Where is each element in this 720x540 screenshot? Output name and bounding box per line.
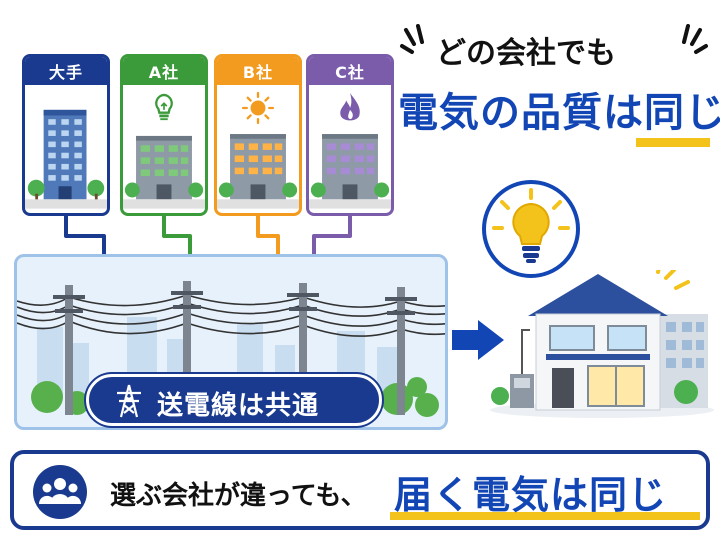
bottom-text: 選ぶ会社が違っても、 — [110, 481, 367, 511]
lightbulb-icon — [155, 93, 173, 121]
utility-pole — [183, 281, 191, 415]
building-b-illustration — [217, 89, 299, 209]
utility-pole — [299, 283, 307, 415]
lightbulb-icon — [482, 180, 580, 278]
headline-line2: 電気の品質は同じ — [398, 90, 720, 136]
grid-label: 送電線は共通 — [157, 391, 320, 421]
people-icon — [33, 465, 87, 519]
office-building-illustration — [25, 89, 107, 209]
company-label: B社 — [217, 57, 299, 85]
building-c-illustration — [309, 89, 391, 209]
company-card-a: A社 — [120, 54, 208, 216]
arrow-to-house — [452, 320, 504, 360]
company-card-b: B社 — [214, 54, 302, 216]
sun-icon — [241, 91, 275, 125]
house-illustration — [490, 270, 714, 418]
bottom-emphasis: 届く電気は同じ — [394, 473, 668, 517]
utility-pole — [397, 287, 405, 415]
arrow-major — [64, 216, 106, 262]
building-a-illustration — [123, 89, 205, 209]
headline-underline — [636, 138, 710, 147]
company-label: 大手 — [25, 57, 107, 85]
arrow-a — [162, 216, 192, 262]
headline-line1: どの会社でも — [436, 36, 616, 71]
arrow-c — [312, 216, 352, 262]
flame-icon — [340, 93, 360, 121]
company-card-c: C社 — [306, 54, 394, 216]
company-label: C社 — [309, 57, 391, 85]
bottom-message-box: 選ぶ会社が違っても、 届く電気は同じ — [10, 450, 710, 530]
emphasis-marks-right — [682, 24, 708, 54]
emphasis-marks-left — [400, 24, 424, 54]
company-label: A社 — [123, 57, 205, 85]
arrow-b — [256, 216, 280, 262]
utility-pole — [65, 285, 73, 415]
company-card-major: 大手 — [22, 54, 110, 216]
transmission-tower-icon — [117, 384, 141, 418]
bottom-underline — [390, 512, 700, 520]
shared-transmission-label: 送電線は共通 — [86, 374, 382, 426]
power-grid-panel — [14, 254, 448, 430]
